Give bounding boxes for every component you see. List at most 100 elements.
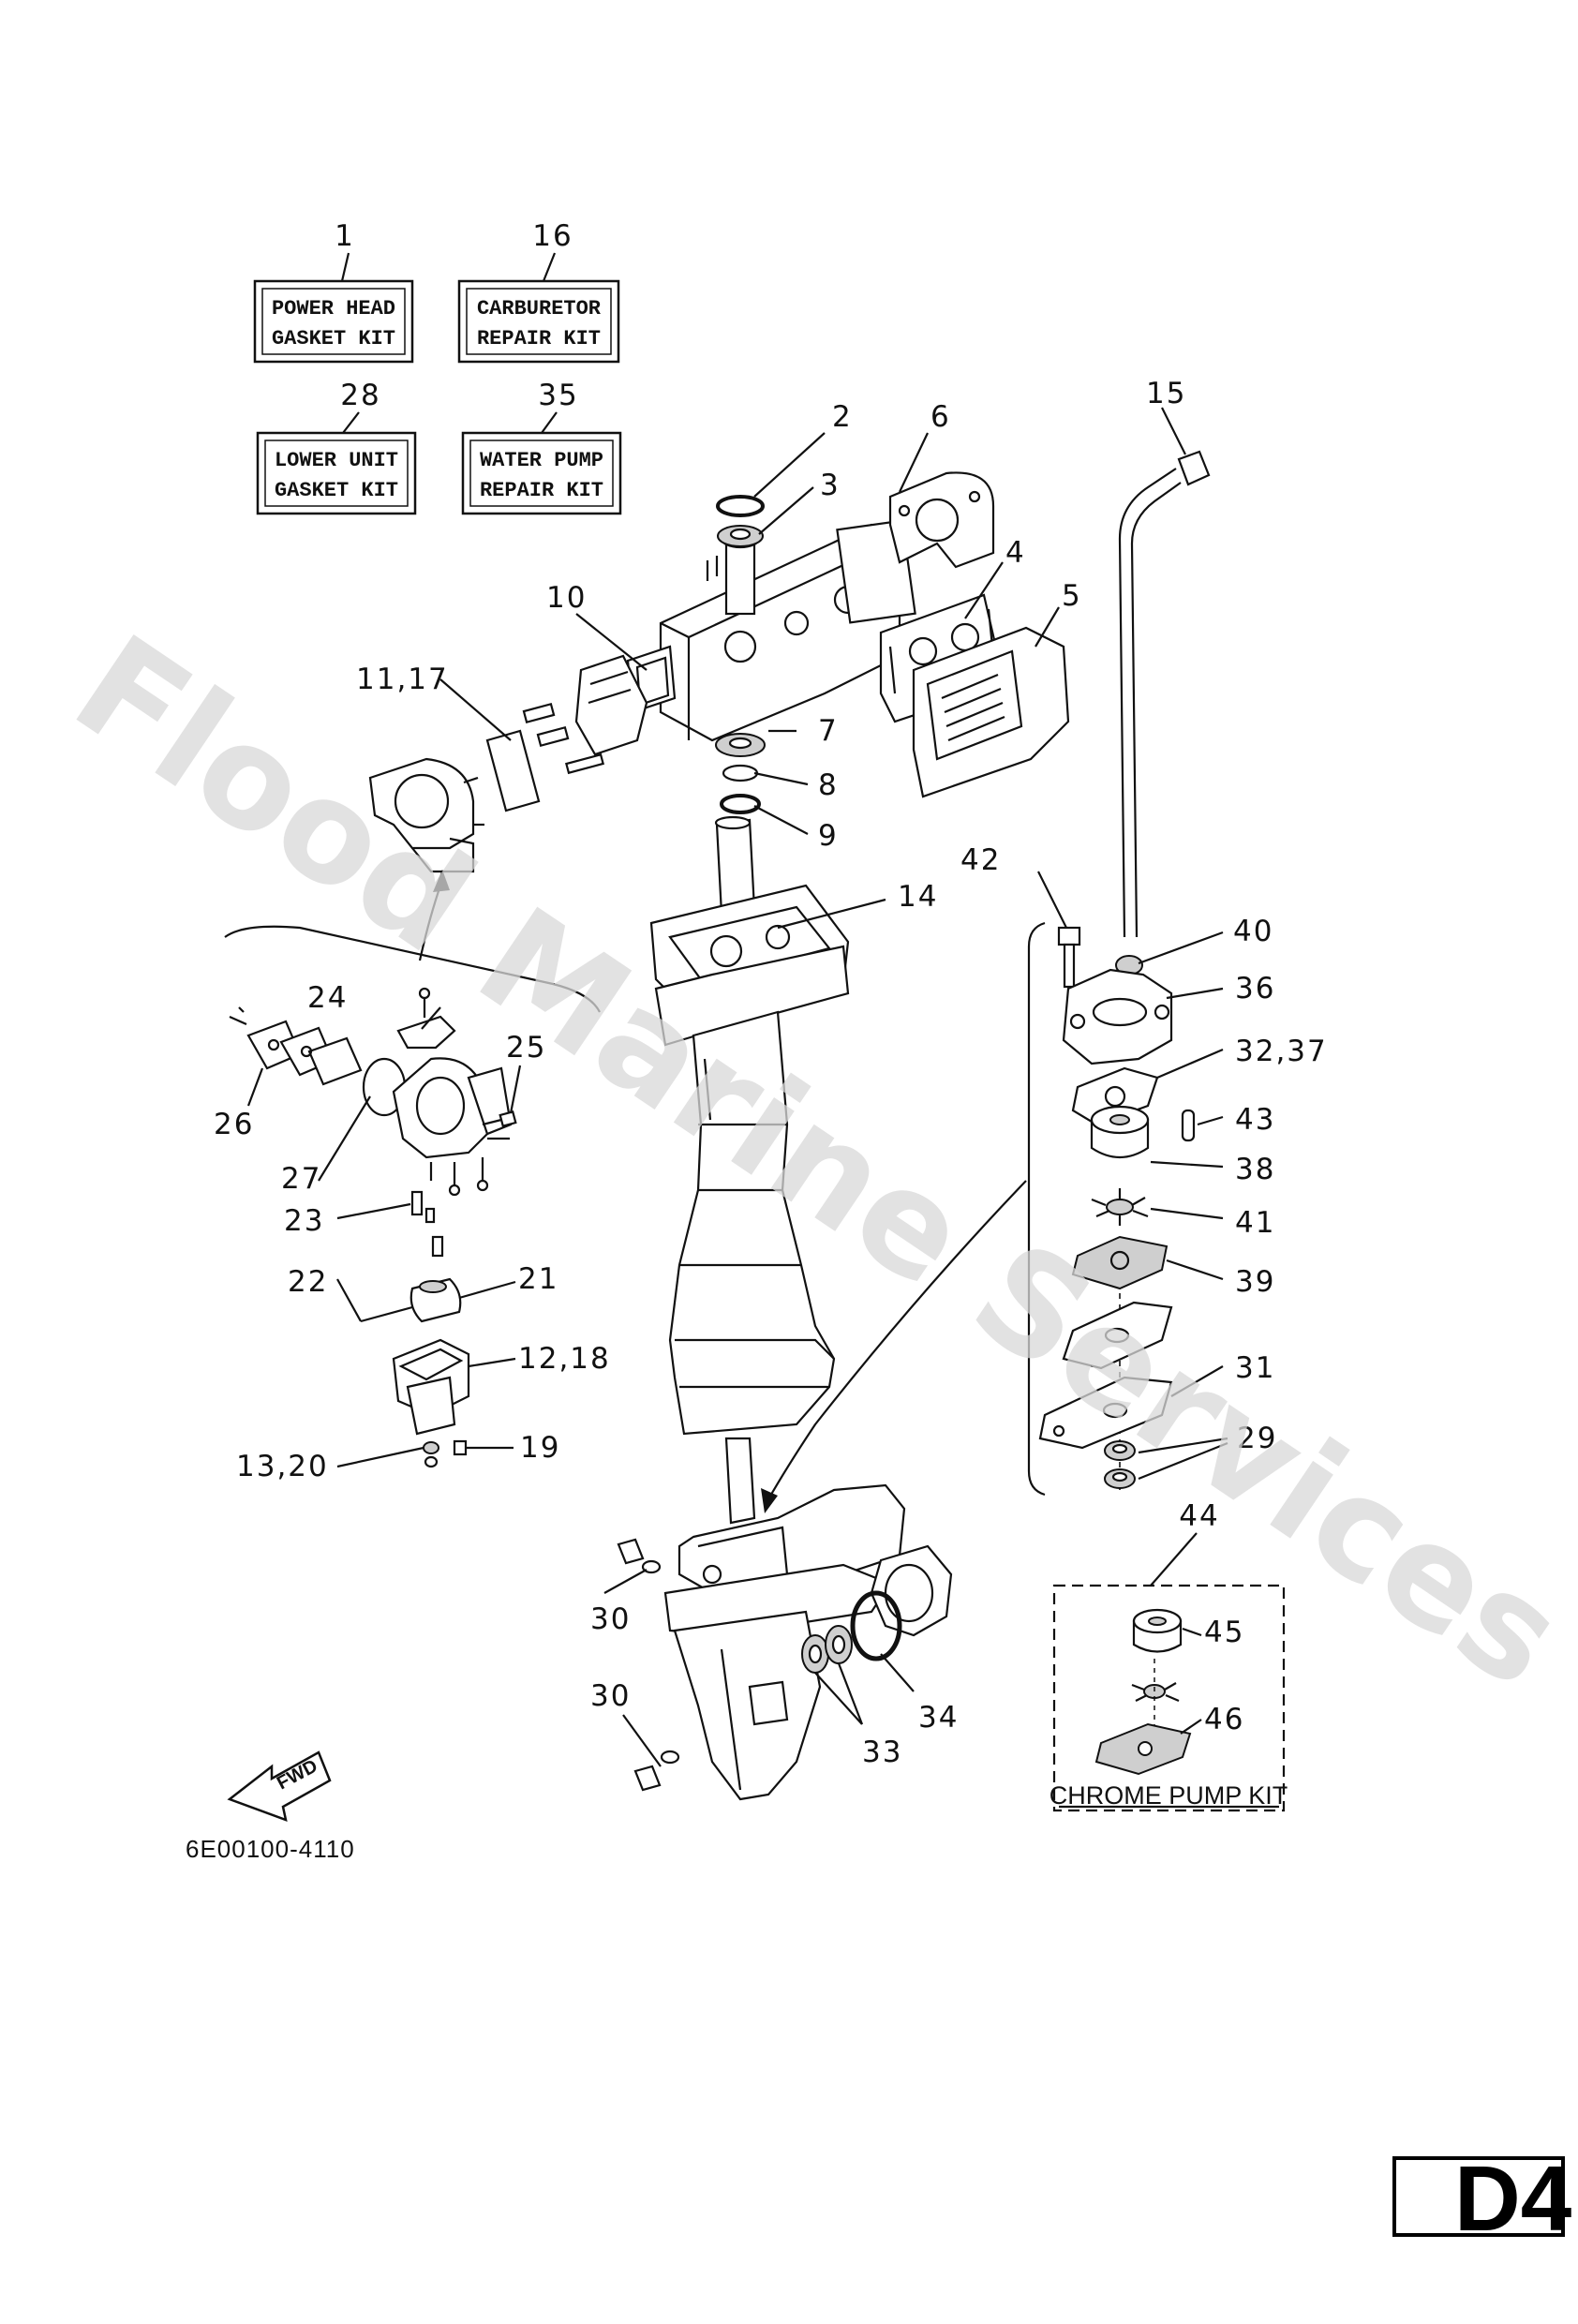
kit-label-line2: GASKET KIT bbox=[272, 327, 395, 350]
carb-cap-part bbox=[396, 987, 456, 1050]
diagram-code: 6E00100-4110 bbox=[186, 1835, 355, 1863]
kit-power-head-gasket: 1 POWER HEAD GASKET KIT bbox=[253, 219, 414, 364]
carb-screw-part bbox=[482, 1110, 517, 1140]
callout-5: 5 bbox=[1062, 579, 1082, 613]
callout-26: 26 bbox=[214, 1108, 254, 1141]
oil-seal-part bbox=[717, 525, 764, 547]
callout-40: 40 bbox=[1233, 915, 1273, 948]
lower-seals-part bbox=[801, 1625, 853, 1674]
callout-8: 8 bbox=[818, 768, 839, 802]
callout-22: 22 bbox=[288, 1265, 328, 1299]
callout-42: 42 bbox=[960, 843, 1001, 877]
forward-direction-arrow: FWD bbox=[227, 1750, 332, 1822]
propshaft-o-ring-part bbox=[850, 1590, 902, 1661]
kit-number: 44 bbox=[1179, 1499, 1219, 1533]
kit-number: 1 bbox=[335, 219, 355, 253]
kit-lower-unit-gasket: 28 LOWER UNIT GASKET KIT bbox=[256, 379, 417, 515]
carb-main-body-part bbox=[392, 1057, 513, 1197]
chrome-pump-kit-box: 44 CHROME PUMP KIT bbox=[1050, 1499, 1288, 1812]
water-tube-part bbox=[1118, 450, 1211, 938]
kit-carburetor-repair: 16 CARBURETOR REPAIR KIT bbox=[457, 219, 620, 364]
callout-10: 10 bbox=[546, 581, 587, 615]
callout-29: 29 bbox=[1237, 1422, 1277, 1455]
callout-7: 7 bbox=[818, 714, 839, 748]
callout-45: 45 bbox=[1204, 1616, 1244, 1649]
callout-4: 4 bbox=[1005, 536, 1026, 570]
kit-number: 28 bbox=[340, 379, 380, 412]
carburetor-body-part bbox=[368, 757, 484, 873]
kit-label-line2: REPAIR KIT bbox=[477, 327, 601, 350]
bolt-part bbox=[1057, 926, 1081, 989]
callout-25: 25 bbox=[506, 1031, 546, 1065]
callout-2: 2 bbox=[832, 400, 853, 434]
woodruff-key-part bbox=[1181, 1109, 1196, 1142]
driveshaft-housing-part bbox=[649, 815, 850, 1436]
crank-seal-part bbox=[715, 733, 766, 757]
carb-gasket-part bbox=[485, 729, 541, 812]
callout-6: 6 bbox=[930, 400, 951, 434]
washer-part bbox=[722, 764, 759, 782]
callout-34: 34 bbox=[918, 1701, 959, 1735]
callout-24: 24 bbox=[307, 981, 348, 1015]
collar-ring-part bbox=[720, 794, 761, 814]
callout-23: 23 bbox=[284, 1204, 324, 1238]
callout-27: 27 bbox=[281, 1162, 321, 1196]
callout-9: 9 bbox=[818, 819, 839, 853]
reed-valve-part bbox=[912, 626, 1070, 798]
kit-label-line1: LOWER UNIT bbox=[275, 449, 398, 472]
kit-number: 16 bbox=[532, 219, 573, 253]
kit-number: 35 bbox=[538, 379, 578, 412]
intake-manifold-part bbox=[522, 654, 648, 775]
chamber-screws-part bbox=[423, 1439, 468, 1468]
page-tag-text: D4 bbox=[1454, 2147, 1571, 2250]
callout-39: 39 bbox=[1235, 1265, 1275, 1299]
o-ring-part bbox=[716, 495, 765, 517]
drain-screw-lower-part bbox=[633, 1750, 680, 1792]
callout-21: 21 bbox=[518, 1262, 558, 1296]
impeller-part bbox=[1091, 1188, 1149, 1226]
page-tag: D4 bbox=[1392, 2147, 1571, 2250]
kit-label-line1: CARBURETOR bbox=[477, 297, 602, 320]
insert-cartridge-part bbox=[1090, 1105, 1150, 1158]
callout-30-lower: 30 bbox=[590, 1679, 631, 1713]
propeller-housing-part bbox=[870, 1544, 953, 1637]
callout-14: 14 bbox=[898, 880, 938, 914]
kit-label-line2: GASKET KIT bbox=[275, 479, 398, 502]
callout-41: 41 bbox=[1235, 1206, 1275, 1240]
cover-gasket-part bbox=[888, 471, 995, 569]
callout-38: 38 bbox=[1235, 1153, 1275, 1186]
callout-36: 36 bbox=[1235, 972, 1275, 1006]
drain-screw-upper-part bbox=[617, 1538, 662, 1574]
plate-cartridge-part bbox=[1062, 1301, 1173, 1370]
float-chamber-part bbox=[392, 1338, 470, 1436]
callout-32-37: 32,37 bbox=[1235, 1035, 1328, 1068]
callout-43: 43 bbox=[1235, 1103, 1275, 1137]
crankcase-assembly bbox=[659, 519, 916, 742]
carb-float-part bbox=[409, 1277, 462, 1323]
leader-lines bbox=[246, 407, 1228, 1767]
gearcase-part bbox=[663, 1437, 906, 1801]
callout-33: 33 bbox=[862, 1736, 902, 1769]
callout-12-18: 12,18 bbox=[518, 1342, 611, 1376]
kit-label-line1: POWER HEAD bbox=[272, 297, 395, 320]
pump-seals-part bbox=[1104, 1440, 1136, 1489]
carb-jets-part bbox=[410, 1190, 444, 1258]
callout-13-20: 13,20 bbox=[236, 1450, 329, 1483]
kit-label-line2: REPAIR KIT bbox=[480, 479, 603, 502]
kit-label-line1: WATER PUMP bbox=[480, 449, 603, 472]
callout-3: 3 bbox=[820, 469, 841, 502]
callout-15: 15 bbox=[1146, 377, 1186, 410]
plate-gasket-part bbox=[1038, 1376, 1173, 1450]
outer-plate-part bbox=[1071, 1235, 1169, 1290]
callout-19: 19 bbox=[520, 1431, 560, 1465]
pump-gasket-part bbox=[1071, 1066, 1159, 1126]
kit-water-pump-repair: 35 WATER PUMP REPAIR KIT bbox=[461, 379, 622, 515]
callout-11-17: 11,17 bbox=[356, 663, 449, 696]
callout-31: 31 bbox=[1235, 1351, 1275, 1385]
callout-numbers: 2 3 6 4 5 10 11,17 7 8 9 14 15 42 40 36 … bbox=[214, 377, 1328, 1769]
pump-housing-part bbox=[1062, 968, 1173, 1065]
carb-fuel-pump-part bbox=[229, 1006, 363, 1086]
callout-46: 46 bbox=[1204, 1703, 1244, 1736]
chrome-pump-kit-label: CHROME PUMP KIT bbox=[1050, 1781, 1288, 1810]
